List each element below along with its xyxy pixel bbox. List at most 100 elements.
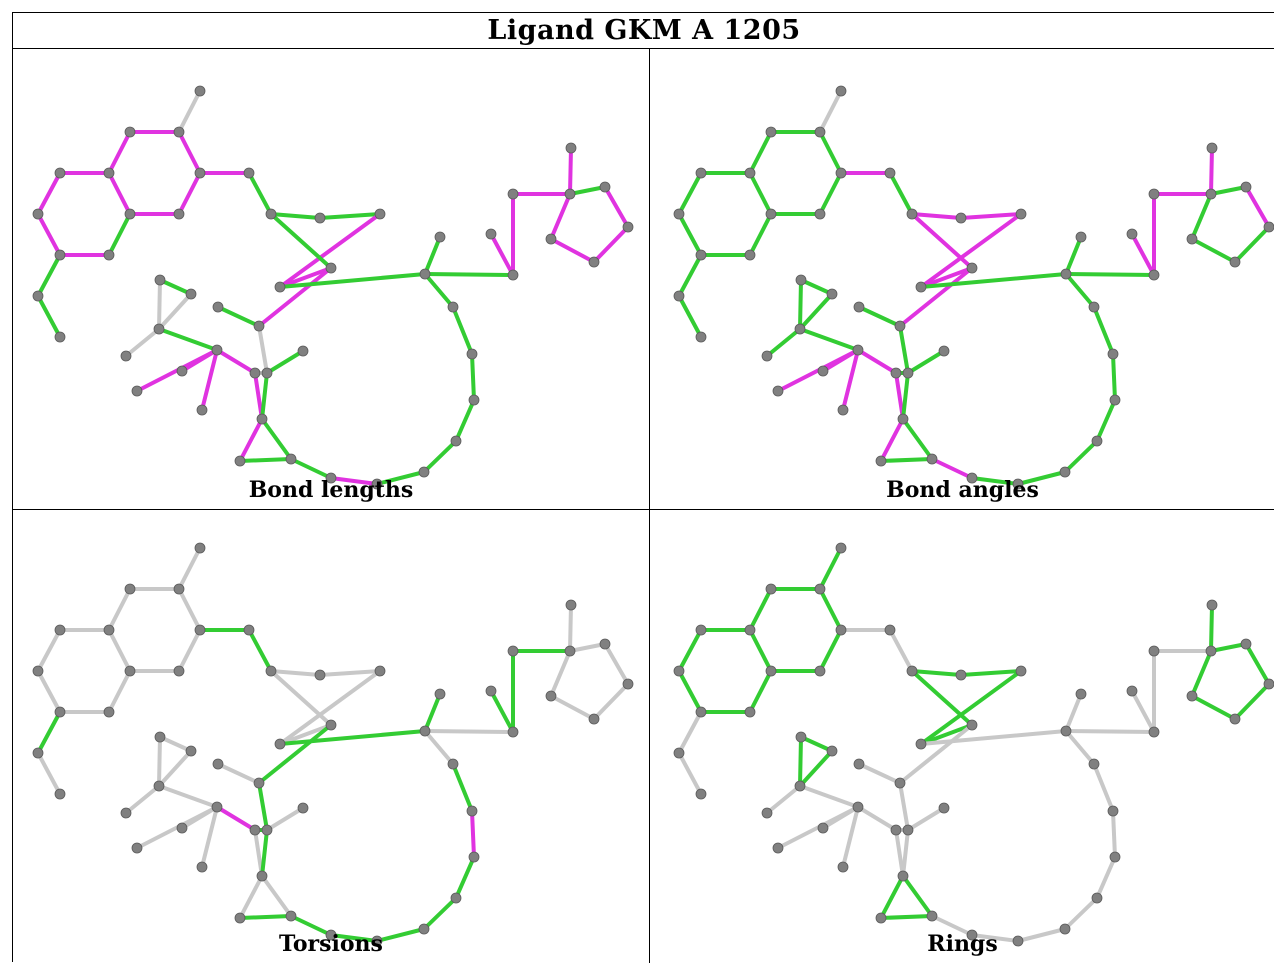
atom [507,645,519,657]
atom [906,208,918,220]
atom [744,167,756,179]
bond [278,669,382,746]
bond [247,171,273,216]
atom [1126,685,1138,697]
bond [269,669,333,727]
atom [564,188,576,200]
atom [765,126,777,138]
atom [418,466,430,478]
bond [1064,235,1083,276]
panel-torsions: Torsions [13,510,649,963]
bond [798,292,834,331]
bond [265,806,305,832]
bond [1064,272,1156,277]
bond [748,171,773,216]
atom [256,413,268,425]
bond [451,762,474,813]
atom [852,801,864,813]
bond [1111,809,1117,859]
atom [1148,269,1160,281]
atom [1240,638,1252,650]
atom [434,231,446,243]
atom [103,249,115,261]
atom [418,923,430,935]
bond [269,212,322,220]
bond [1209,642,1248,653]
atom [32,290,44,302]
bond [177,587,202,632]
atom [588,713,600,725]
bond [677,171,703,216]
atom [1109,394,1121,406]
atom [744,706,756,718]
bond [177,171,202,216]
atom [153,780,165,792]
bond [1233,225,1271,264]
atom [103,706,115,718]
atom [915,738,927,750]
bond [856,805,898,832]
bond [1064,692,1083,733]
bond [1233,682,1271,721]
atom [485,685,497,697]
atom [761,807,773,819]
atom [374,665,386,677]
bond [278,723,333,746]
atom [966,472,978,484]
bond [318,212,382,220]
bond [238,417,264,463]
bond [765,327,802,358]
bond [919,272,1068,289]
bond [238,874,264,920]
atom [765,208,777,220]
atom [835,624,847,636]
bond [1064,272,1096,309]
bond [454,855,476,900]
atom [817,822,829,834]
bond [818,587,843,632]
bond [257,723,333,785]
bond [200,348,219,412]
atom [54,788,66,800]
bond [180,805,219,830]
atom [835,85,847,97]
bond [879,417,905,463]
molecule-bond-lengths [32,85,634,490]
atom [1240,181,1252,193]
atom [1060,268,1072,280]
bond [157,292,193,331]
bond [748,628,773,673]
bond [470,809,476,859]
molecule-torsions [32,542,634,947]
bond [423,272,515,277]
atom [894,320,906,332]
atom [507,726,519,738]
atom [173,583,185,595]
bond [489,232,515,277]
atom [419,268,431,280]
atom [761,350,773,362]
atom [565,142,577,154]
atom [875,455,887,467]
atom [1186,233,1198,245]
atom [673,665,685,677]
bond [1130,232,1156,277]
bond [549,694,596,721]
atom [468,851,480,863]
bond [1092,305,1115,356]
bond [158,735,193,753]
atom [695,624,707,636]
atom [243,167,255,179]
bond [748,587,773,632]
bond [107,171,132,216]
atom [1059,923,1071,935]
atom [249,824,261,836]
atom [243,624,255,636]
atom [466,348,478,360]
atom [1263,221,1274,233]
bond [289,914,333,937]
bond [919,212,1023,289]
bond [879,874,905,920]
bond [257,781,269,832]
atom [285,910,297,922]
